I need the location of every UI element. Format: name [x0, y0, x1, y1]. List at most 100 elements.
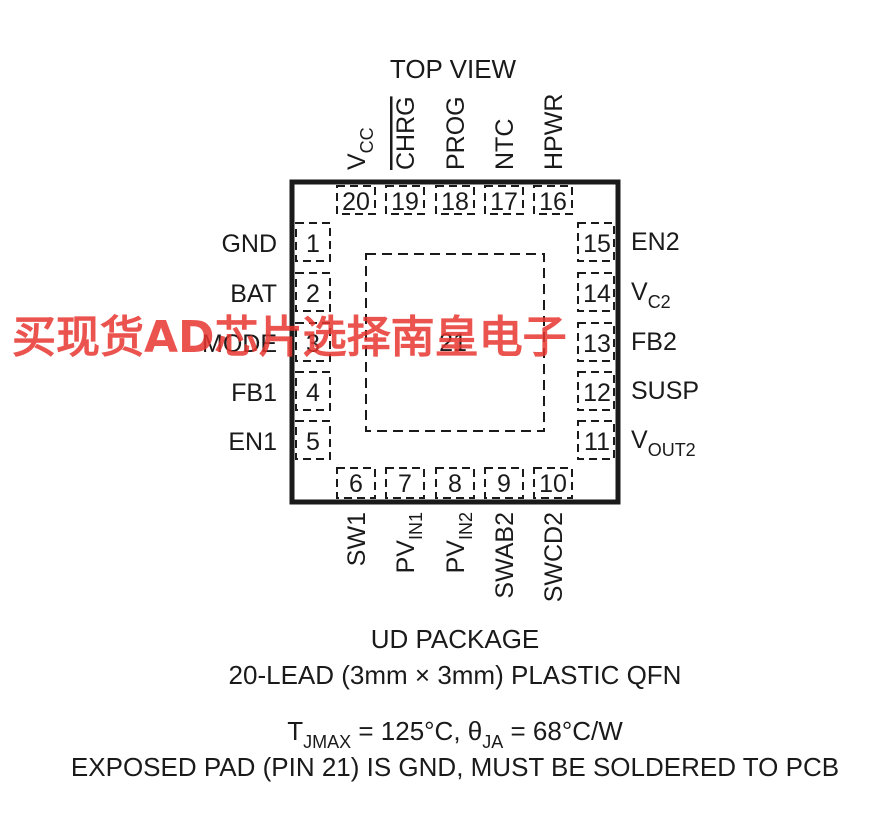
pin-pad-17	[484, 185, 524, 215]
pin-number-5: 5	[306, 428, 320, 456]
pin-label-13: FB2	[631, 328, 677, 356]
pin-number-11: 11	[584, 428, 610, 456]
pin-pad-2	[295, 272, 331, 312]
pin-number-6: 6	[349, 470, 363, 498]
pin-number-9: 9	[497, 470, 511, 498]
pin-label-7: PVIN1	[392, 512, 426, 573]
pin-label-7-subscript: IN1	[406, 512, 426, 540]
pin-label-6-base: SW1	[343, 512, 371, 566]
pin-label-12-base: SUSP	[631, 377, 699, 405]
pin-pad-19	[385, 185, 425, 215]
package-body	[289, 179, 621, 505]
pin-label-3-base: MODE	[202, 330, 277, 358]
pin-number-10: 10	[539, 470, 567, 498]
pin-pad-5	[295, 420, 331, 460]
pin-number-19: 19	[391, 188, 419, 216]
pin-label-5-base: EN1	[228, 428, 277, 456]
pin-pad-15	[577, 222, 615, 262]
pin-label-11-subscript: OUT2	[648, 440, 696, 460]
pin-label-16-base: HPWR	[540, 94, 568, 170]
pin-number-16: 16	[539, 188, 567, 216]
pin-label-12: SUSP	[631, 377, 699, 405]
tjmax-value: = 125°C,	[351, 716, 468, 746]
pin-label-10-base: SWCD2	[540, 512, 568, 602]
pin-label-20-subscript: CC	[357, 127, 377, 153]
pin-pad-1	[295, 222, 331, 262]
tjmax-symbol: T	[287, 716, 303, 746]
pin-label-7-base: PV	[392, 540, 420, 574]
pin-pad-9	[484, 467, 524, 499]
theta-symbol: θ	[468, 716, 482, 746]
top-view-label: TOP VIEW	[390, 54, 517, 84]
pin-number-21: 21	[439, 329, 467, 357]
pin-label-9-base: SWAB2	[491, 512, 519, 599]
pin-label-13-base: FB2	[631, 328, 677, 356]
pin-number-8: 8	[448, 470, 462, 498]
pin-label-6: SW1	[343, 512, 371, 566]
pin-label-3: MODE	[202, 330, 277, 358]
pin-number-20: 20	[342, 188, 370, 216]
pin-number-12: 12	[583, 379, 611, 407]
theta-subscript: JA	[482, 732, 503, 752]
pin-label-19-base: CHRG	[392, 96, 420, 170]
pin-label-2: BAT	[230, 280, 277, 308]
pin-label-18-base: PROG	[442, 96, 470, 170]
pin-number-2: 2	[306, 280, 320, 308]
package-description: 20-LEAD (3mm × 3mm) PLASTIC QFN	[229, 660, 682, 690]
pin-label-11-base: V	[631, 426, 648, 454]
pins-top-group: 20 VCC 19 CHRG 18 PROG 17 NTC 16 HPWR	[336, 94, 573, 216]
pin-number-18: 18	[441, 188, 469, 216]
pin-label-8-subscript: IN2	[456, 512, 476, 540]
pin-pad-12	[577, 371, 615, 411]
theta-value: = 68°C/W	[503, 716, 623, 746]
pin-pad-8	[435, 467, 475, 499]
exposed-pad-note: EXPOSED PAD (PIN 21) IS GND, MUST BE SOL…	[71, 752, 839, 782]
pin-number-3: 3	[306, 330, 320, 358]
pin-number-13: 13	[583, 330, 611, 358]
pin-pad-4	[295, 371, 331, 411]
pin-pad-11	[577, 420, 615, 460]
pin-pad-20	[336, 185, 376, 215]
pin-label-1: GND	[221, 230, 277, 258]
pin-label-14-base: V	[631, 278, 648, 306]
pin-label-5: EN1	[228, 428, 277, 456]
pin-label-10: SWCD2	[540, 512, 568, 602]
pin-number-7: 7	[398, 470, 412, 498]
pin-label-4-base: FB1	[231, 379, 277, 407]
thermal-spec: TJMAX = 125°C, θJA = 68°C/W	[287, 716, 623, 752]
pin-number-15: 15	[583, 230, 611, 258]
pin-label-15: EN2	[631, 228, 680, 256]
pin-label-17: NTC	[491, 119, 519, 170]
exposed-pad	[365, 253, 545, 432]
pin-label-8: PVIN2	[442, 512, 476, 573]
pin-label-15-base: EN2	[631, 228, 680, 256]
pin-label-9: SWAB2	[491, 512, 519, 599]
pin-number-1: 1	[306, 230, 320, 258]
pin-label-17-base: NTC	[491, 119, 519, 170]
pin-number-14: 14	[583, 280, 611, 308]
pin-pad-18	[435, 185, 475, 215]
pin-label-19: CHRG	[392, 96, 420, 170]
pin-pad-10	[533, 467, 573, 499]
pin-label-11: VOUT2	[631, 426, 696, 460]
pin-pad-14	[577, 272, 615, 312]
pin-label-14-subscript: C2	[648, 292, 671, 312]
pin-label-14: VC2	[631, 278, 671, 312]
pin-label-4: FB1	[231, 379, 277, 407]
pin-pad-3	[295, 322, 331, 362]
pin-label-8-base: PV	[442, 540, 470, 574]
tjmax-subscript: JMAX	[303, 732, 351, 752]
pin-pad-16	[533, 185, 573, 215]
pin-label-18: PROG	[442, 96, 470, 170]
pin-label-2-base: BAT	[230, 280, 277, 308]
pin-number-17: 17	[490, 188, 518, 216]
package-name: UD PACKAGE	[371, 624, 540, 654]
pin-pad-7	[385, 467, 425, 499]
pin-label-16: HPWR	[540, 94, 568, 170]
pin-label-20-base: V	[343, 153, 371, 170]
pin-label-1-base: GND	[221, 230, 277, 258]
